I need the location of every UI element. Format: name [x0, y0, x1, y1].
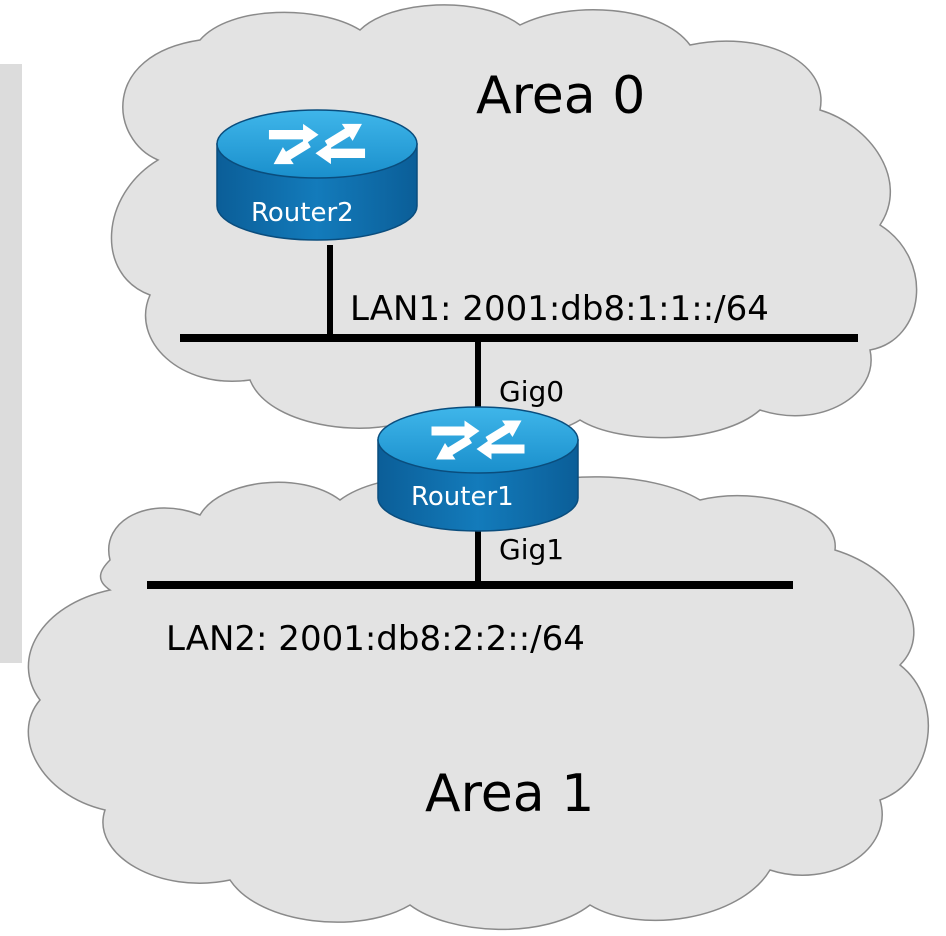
gig0-label: Gig0 — [499, 375, 565, 408]
router1-icon[interactable] — [377, 406, 579, 532]
lan1-label: LAN1: 2001:db8:1:1::/64 — [350, 289, 769, 329]
gig1-label: Gig1 — [499, 533, 565, 566]
side-bar — [0, 64, 22, 663]
lan2-label: LAN2: 2001:db8:2:2::/64 — [166, 619, 585, 659]
area-0-label: Area 0 — [476, 66, 646, 126]
router2-name: Router2 — [251, 198, 354, 228]
area-1-label: Area 1 — [425, 764, 595, 824]
router1-name: Router1 — [411, 482, 514, 512]
router2-icon[interactable] — [216, 109, 418, 241]
